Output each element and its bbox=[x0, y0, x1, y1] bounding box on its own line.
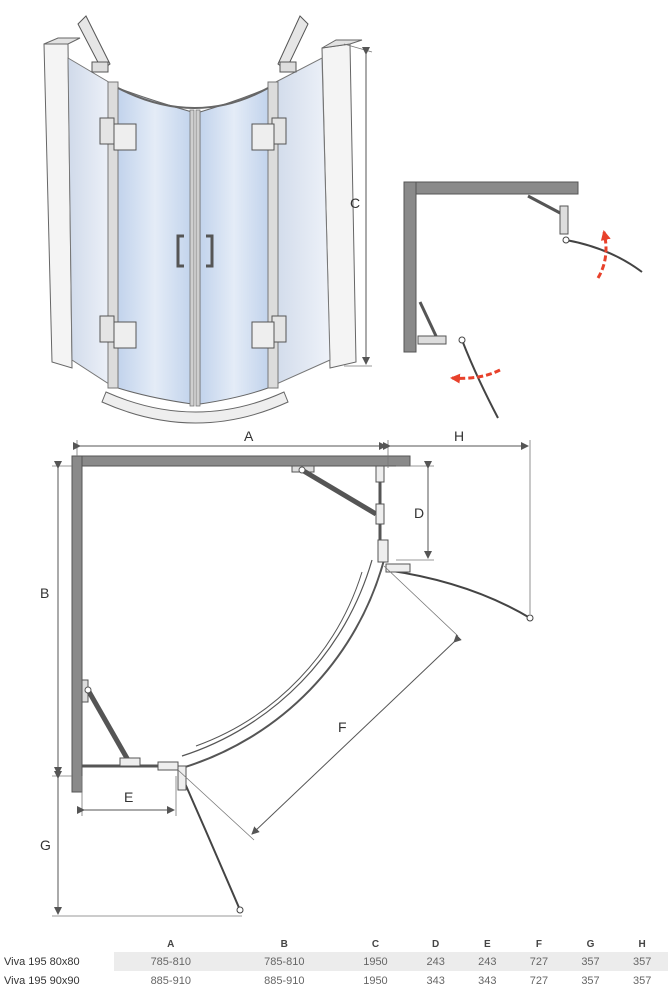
table-row: Viva 195 80x80 785-810 785-810 1950 243 … bbox=[0, 952, 668, 971]
table-header-c: C bbox=[371, 938, 380, 950]
dimension-label-c: C bbox=[350, 195, 360, 211]
open-direction-arrow-icon bbox=[450, 368, 501, 384]
dimension-label-a: A bbox=[244, 428, 254, 444]
table-header-f: F bbox=[535, 938, 542, 950]
dimension-label-e: E bbox=[124, 789, 133, 805]
table-cell: 243 bbox=[409, 952, 462, 971]
open-direction-arrow-icon bbox=[596, 230, 611, 279]
table-cell: 243 bbox=[461, 952, 514, 971]
dimensions-table: A B C D E F G H Viva 195 80x80 785-810 7… bbox=[0, 936, 668, 990]
perspective-view: C bbox=[43, 15, 373, 424]
wall-top bbox=[403, 181, 579, 195]
opening-direction-view bbox=[403, 181, 643, 419]
left-wall-profile bbox=[43, 43, 73, 369]
table-cell: 727 bbox=[513, 952, 565, 971]
table-cell: 1950 bbox=[363, 974, 388, 987]
table-cell-model: Viva 195 90x90 bbox=[4, 974, 80, 987]
table-header-a: A bbox=[167, 938, 175, 950]
table-cell: 357 bbox=[581, 974, 600, 987]
table-cell: 785-810 bbox=[114, 952, 228, 971]
plan-support-arm-left bbox=[81, 679, 187, 791]
top-support-arm-left bbox=[77, 15, 111, 73]
dimension-label-d: D bbox=[414, 505, 424, 521]
table-cell: 885-910 bbox=[150, 974, 191, 987]
table-header-model bbox=[0, 936, 114, 952]
table-row: Viva 195 90x90 885-910 885-910 1950 343 … bbox=[0, 971, 668, 990]
dimension-label-g: G bbox=[40, 837, 51, 853]
plan-wall-left bbox=[71, 455, 83, 793]
table-header-row: A B C D E F G H bbox=[0, 936, 668, 952]
shower-tray bbox=[101, 391, 289, 424]
table-header-e: E bbox=[483, 938, 491, 950]
hinge-icon bbox=[99, 117, 287, 349]
table-header-d: D bbox=[432, 938, 440, 950]
plan-view: A H B G D E F bbox=[40, 428, 534, 917]
table-cell: 727 bbox=[529, 974, 549, 987]
door-handle-icon bbox=[176, 234, 214, 268]
table-header-g: G bbox=[586, 938, 595, 950]
table-cell: 785-810 bbox=[227, 952, 342, 971]
dimension-label-h: H bbox=[454, 428, 464, 444]
table-cell: 357 bbox=[564, 952, 617, 971]
table-header-b: B bbox=[280, 938, 288, 950]
top-support-arm-right bbox=[277, 15, 309, 73]
plan-wall-top bbox=[71, 455, 411, 467]
wall-side bbox=[403, 181, 417, 353]
table-cell: 343 bbox=[478, 974, 497, 987]
plan-support-arm-top bbox=[291, 465, 411, 573]
table-cell-model: Viva 195 80x80 bbox=[0, 952, 114, 971]
table-header-h: H bbox=[638, 938, 646, 950]
dimension-label-f: F bbox=[338, 719, 347, 735]
table-cell: 1950 bbox=[341, 952, 410, 971]
table-cell: 357 bbox=[632, 974, 652, 987]
table-cell: 357 bbox=[616, 952, 668, 971]
table-cell: 885-910 bbox=[264, 974, 305, 987]
dimension-label-b: B bbox=[40, 585, 49, 601]
table-cell: 343 bbox=[426, 974, 445, 987]
